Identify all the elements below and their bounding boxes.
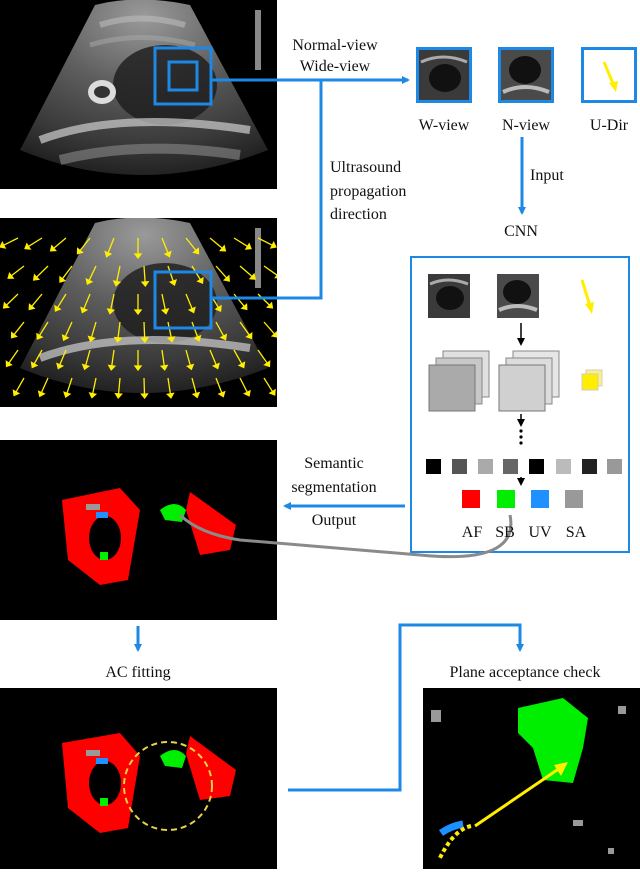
ultrasound-label-2: propagation <box>330 182 406 201</box>
input-label: Input <box>530 166 564 185</box>
semantic-label-1: Semantic <box>274 454 394 473</box>
class-color-squares <box>462 490 583 508</box>
class-label-uv: UV <box>520 523 560 542</box>
class-label-sa: SA <box>556 523 596 542</box>
feature-map-stack-1 <box>429 351 489 411</box>
class-square-sa <box>565 490 583 508</box>
ultrasound-label-3: direction <box>330 205 387 224</box>
normal-view-label: Normal-view <box>280 36 390 55</box>
semantic-label-2: segmentation <box>274 478 394 497</box>
class-label-sb: SB <box>485 523 525 542</box>
feature-map-stack-3 <box>582 370 602 390</box>
cnn-label: CNN <box>481 222 561 241</box>
ultrasound-label-1: Ultrasound <box>330 158 401 177</box>
feature-map-stack-2 <box>499 351 559 411</box>
class-square-sb <box>497 490 515 508</box>
vertical-ellipsis-icon <box>519 429 522 444</box>
n-view-label: N-view <box>486 116 566 135</box>
w-view-label: W-view <box>404 116 484 135</box>
cnn-u-dir-icon <box>582 280 594 314</box>
output-label: Output <box>274 511 394 530</box>
u-dir-label: U-Dir <box>569 116 640 135</box>
wide-view-label: Wide-view <box>280 57 390 76</box>
ac-fitting-label: AC fitting <box>78 663 198 682</box>
feature-vector-row <box>426 459 622 474</box>
plane-check-label: Plane acceptance check <box>420 663 630 682</box>
class-square-af <box>462 490 480 508</box>
class-square-uv <box>531 490 549 508</box>
